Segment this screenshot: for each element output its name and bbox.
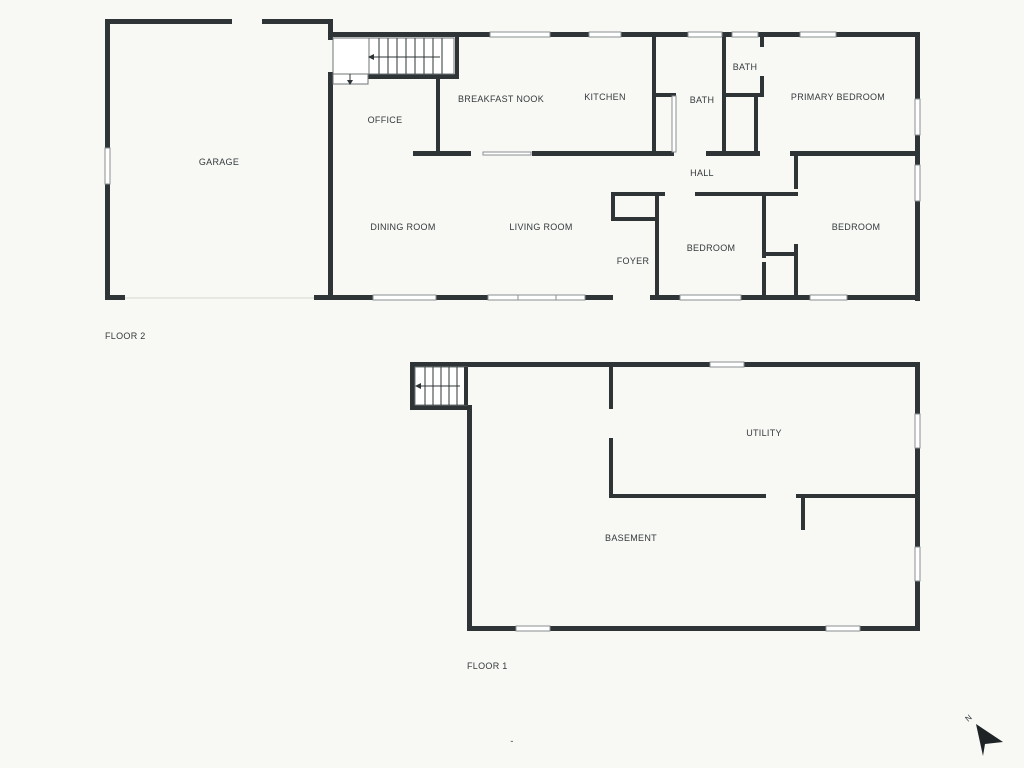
room-label-breakfast-nook: BREAKFAST NOOK xyxy=(458,94,544,104)
room-label-bedroom-2: BEDROOM xyxy=(832,222,881,232)
north-arrow-icon xyxy=(976,724,1003,756)
foyer-entry-opening xyxy=(613,295,650,300)
room-label-primary-bedroom: PRIMARY BEDROOM xyxy=(791,92,885,102)
floor-2-interior-walls xyxy=(413,37,920,300)
room-label-dining-room: DINING ROOM xyxy=(370,222,435,232)
compass: N xyxy=(964,713,1003,756)
nook-pass-through xyxy=(482,151,532,156)
room-label-hall: HALL xyxy=(690,168,714,178)
floor-1-interior-walls xyxy=(609,367,920,530)
room-label-office: OFFICE xyxy=(368,115,403,125)
bedroom-bottom-window-1 xyxy=(679,294,742,301)
floor-1-label: FLOOR 1 xyxy=(467,661,508,671)
floor-2-label: FLOOR 2 xyxy=(105,331,146,341)
nook-top-window xyxy=(489,31,551,38)
floor-2-staircase xyxy=(332,37,459,85)
room-label-foyer: FOYER xyxy=(617,256,650,266)
bath-window-inner xyxy=(671,95,677,153)
footer-mark: - xyxy=(510,736,513,746)
living-bottom-window xyxy=(487,294,586,301)
compass-north-label: N xyxy=(964,713,974,724)
floor-2-plan: GARAGE OFFICE BREAKFAST NOOK KITCHEN BAT… xyxy=(104,19,921,341)
garage-left-window xyxy=(104,147,111,185)
utility-right-window xyxy=(914,413,921,449)
room-label-kitchen: KITCHEN xyxy=(584,92,626,102)
kitchen-top-window xyxy=(588,31,622,38)
basement-bottom-window-2 xyxy=(825,625,861,632)
primary-top-window xyxy=(799,31,837,38)
floor-1-plan: UTILITY BASEMENT FLOOR 1 xyxy=(410,361,921,671)
office-side-opening xyxy=(328,40,333,72)
utility-top-window xyxy=(709,361,745,368)
room-label-bath-2: BATH xyxy=(733,62,758,72)
basement-right-window xyxy=(914,546,921,582)
room-label-basement: BASEMENT xyxy=(605,533,657,543)
garage-top-opening xyxy=(232,19,262,24)
room-label-utility: UTILITY xyxy=(746,428,782,438)
bath-top-window-2 xyxy=(731,31,759,38)
room-label-bath-1: BATH xyxy=(690,95,715,105)
room-label-bedroom-1: BEDROOM xyxy=(687,243,736,253)
room-label-living-room: LIVING ROOM xyxy=(509,222,572,232)
dining-bottom-window xyxy=(372,294,437,301)
bedroom-bottom-window-2 xyxy=(809,294,848,301)
primary-right-window xyxy=(914,98,921,136)
bath-top-window-1 xyxy=(687,31,723,38)
bedroom-right-window xyxy=(914,164,921,202)
room-label-garage: GARAGE xyxy=(199,157,239,167)
floor-1-staircase xyxy=(414,366,468,406)
basement-bottom-window-1 xyxy=(515,625,551,632)
